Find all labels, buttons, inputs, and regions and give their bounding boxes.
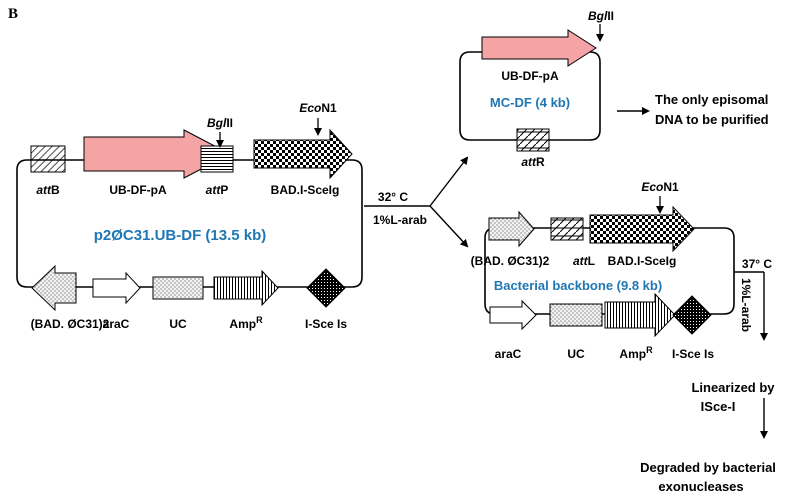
bb-uc-label: UC	[567, 347, 585, 361]
linearized-line1: Linearized by	[691, 380, 775, 395]
bb-ampr-arrow	[604, 292, 676, 338]
backbone-fate: Linearized by ISce-I Degraded by bacteri…	[640, 380, 776, 494]
bad-i-sceig-label: BAD.I-SceIg	[271, 183, 340, 197]
mc-name: MC-DF (4 kb)	[490, 95, 570, 110]
attr-label: attR	[521, 155, 545, 169]
arac-arrow	[92, 271, 141, 305]
main-plasmid: BglII EcoN1 attB UB-DF-pA attP BAD.I-Sce…	[16, 101, 363, 331]
badc31-arrow	[31, 264, 77, 312]
main-plasmid-backbone	[16, 159, 363, 288]
mc-bglii-label: BglII	[588, 9, 614, 23]
ub-df-pa-label: UB-DF-pA	[109, 183, 167, 197]
mc-note-line2: DNA to be purified	[655, 112, 769, 127]
bad-i-sceig-arrow	[253, 128, 353, 180]
linearized-line2: ISce-I	[701, 399, 736, 414]
condition1-arab: 1%L-arab	[373, 213, 427, 227]
bb-bad-i-sceig-arrow	[589, 205, 695, 253]
bb-name: Bacterial backbone (9.8 kb)	[494, 278, 662, 293]
badc31-label: (BAD. ØC31)2	[31, 317, 110, 331]
bb-arac-arrow	[489, 299, 537, 331]
bb-uc-box	[549, 303, 603, 327]
bb-i-sce-is-diamond	[672, 295, 712, 335]
bacterial-backbone: EcoN1 (BAD. ØC31)2 attL BAD.I-SceIg Bact…	[471, 180, 735, 361]
attl-box	[550, 217, 584, 241]
bb-ampr-label: AmpR	[619, 345, 653, 361]
uc-label: UC	[169, 317, 187, 331]
condition-37c: 37° C 1%L-arab	[734, 257, 772, 341]
main-plasmid-name: p2ØC31.UB-DF (13.5 kb)	[94, 227, 267, 244]
mc-note-line1: The only episomal	[655, 92, 768, 107]
degraded-line1: Degraded by bacterial	[640, 460, 776, 475]
bb-i-sce-is-label: I-Sce Is	[672, 347, 714, 361]
uc-box	[152, 276, 204, 300]
degraded-line2: exonucleases	[658, 479, 743, 494]
arrow-to-minicircle	[429, 156, 469, 207]
attr-box	[516, 128, 550, 152]
ampr-arrow	[213, 269, 279, 307]
bb-badc31-arrow	[488, 210, 535, 248]
bb-econ1-label: EcoN1	[641, 180, 679, 194]
ampr-label: AmpR	[229, 315, 263, 331]
condition2-temp: 37° C	[742, 257, 772, 271]
mc-ub-df-pa-arrow	[481, 29, 597, 67]
attp-box	[200, 145, 234, 173]
i-sce-is-label: I-Sce Is	[305, 317, 347, 331]
econ1-label: EcoN1	[299, 101, 337, 115]
bb-bad-label: BAD.I-SceIg	[608, 254, 677, 268]
condition-32c: 32° C 1%L-arab	[364, 156, 469, 248]
condition1-temp: 32° C	[378, 190, 408, 204]
attp-label: attP	[206, 183, 229, 197]
attb-box	[30, 145, 66, 173]
arrow-to-backbone	[429, 205, 469, 248]
condition2-arab: 1%L-arab	[739, 278, 753, 332]
minicircle: BglII UB-DF-pA MC-DF (4 kb) attR The onl…	[459, 9, 769, 169]
attb-label: attB	[36, 183, 60, 197]
arac-label: araC	[103, 317, 130, 331]
i-sce-is-diamond	[306, 268, 346, 308]
bb-badc31-label: (BAD. ØC31)2	[471, 254, 550, 268]
mc-gene-label: UB-DF-pA	[501, 69, 559, 83]
bb-arac-label: araC	[495, 347, 522, 361]
bglii-label: BglII	[207, 116, 233, 130]
panel-letter: B	[8, 6, 18, 22]
bb-attl-label: attL	[573, 254, 595, 268]
